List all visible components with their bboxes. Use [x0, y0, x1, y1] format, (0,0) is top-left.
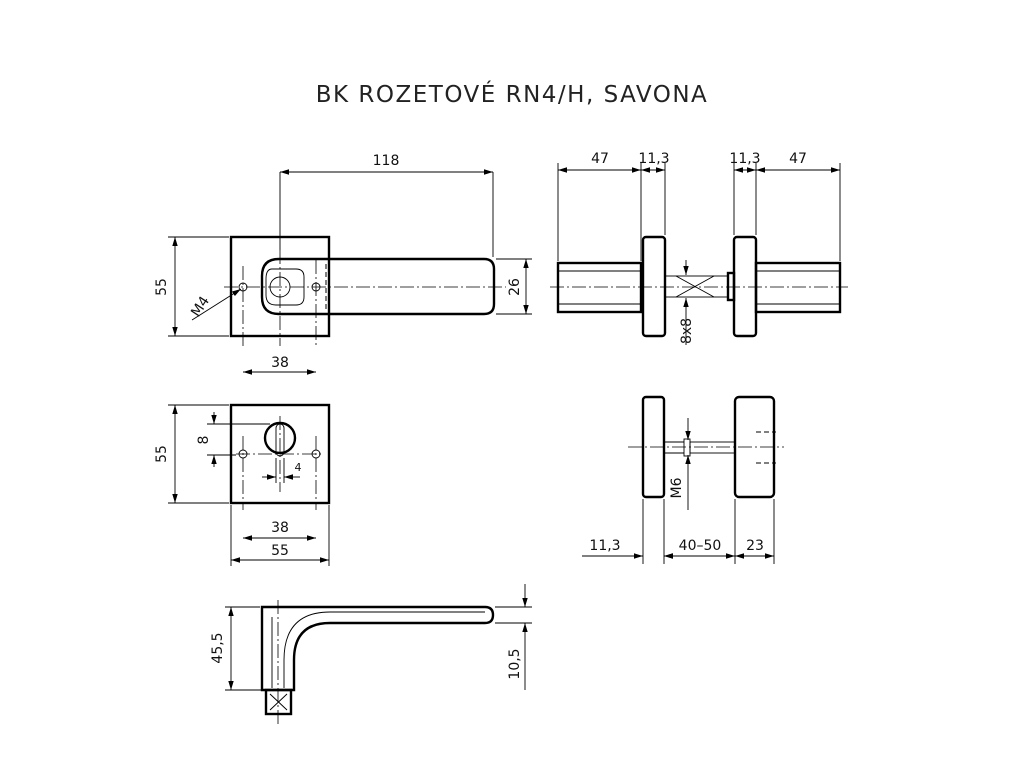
right-rosette-side — [732, 235, 758, 338]
dim-38-rosette: 38 — [271, 520, 289, 536]
dim-55-rosette-width: 55 — [271, 543, 289, 559]
right-rosette-collar — [726, 271, 736, 302]
dim-26: 26 — [507, 278, 523, 296]
dim-47-left: 47 — [591, 151, 609, 167]
rosette-keyhole-view: 55 8 4 38 55 — [154, 403, 331, 566]
dim-m6: M6 — [669, 477, 685, 498]
dim-118: 118 — [373, 153, 400, 169]
rosette-key-outline — [229, 403, 331, 505]
dim-113-left: 11,3 — [638, 151, 669, 167]
dim-m4: M4 — [188, 294, 213, 320]
dim-47-right: 47 — [789, 151, 807, 167]
dim-55-rosette: 55 — [154, 445, 170, 463]
dim-23: 23 — [746, 538, 764, 554]
rosette-section-view: M6 11,3 40–50 23 — [582, 395, 784, 564]
dim-113-section: 11,3 — [589, 538, 620, 554]
dim-8x8: 8x8 — [679, 318, 695, 344]
dim-40-50: 40–50 — [679, 538, 722, 554]
dim-8: 8 — [196, 436, 212, 445]
side-view-pair: 47 11,3 11,3 47 8x8 — [550, 151, 848, 345]
lever-profile — [260, 605, 495, 692]
left-lever-side — [556, 261, 643, 314]
dim-10-5: 10,5 — [507, 648, 523, 679]
dim-113-right: 11,3 — [729, 151, 760, 167]
front-view-lever: 118 55 26 M4 38 — [154, 153, 532, 375]
dim-55-front: 55 — [154, 278, 170, 296]
dim-4: 4 — [295, 461, 302, 474]
drawing-title: BK ROZETOVÉ RN4/H, SAVONA — [316, 80, 709, 108]
right-lever-side — [754, 261, 842, 314]
lever-outline — [260, 257, 496, 316]
spindle-square — [264, 688, 293, 716]
dim-45-5: 45,5 — [210, 632, 226, 663]
left-rosette-side — [641, 235, 667, 338]
dim-38-front: 38 — [271, 355, 289, 371]
lever-top-view: 45,5 10,5 — [210, 584, 532, 724]
